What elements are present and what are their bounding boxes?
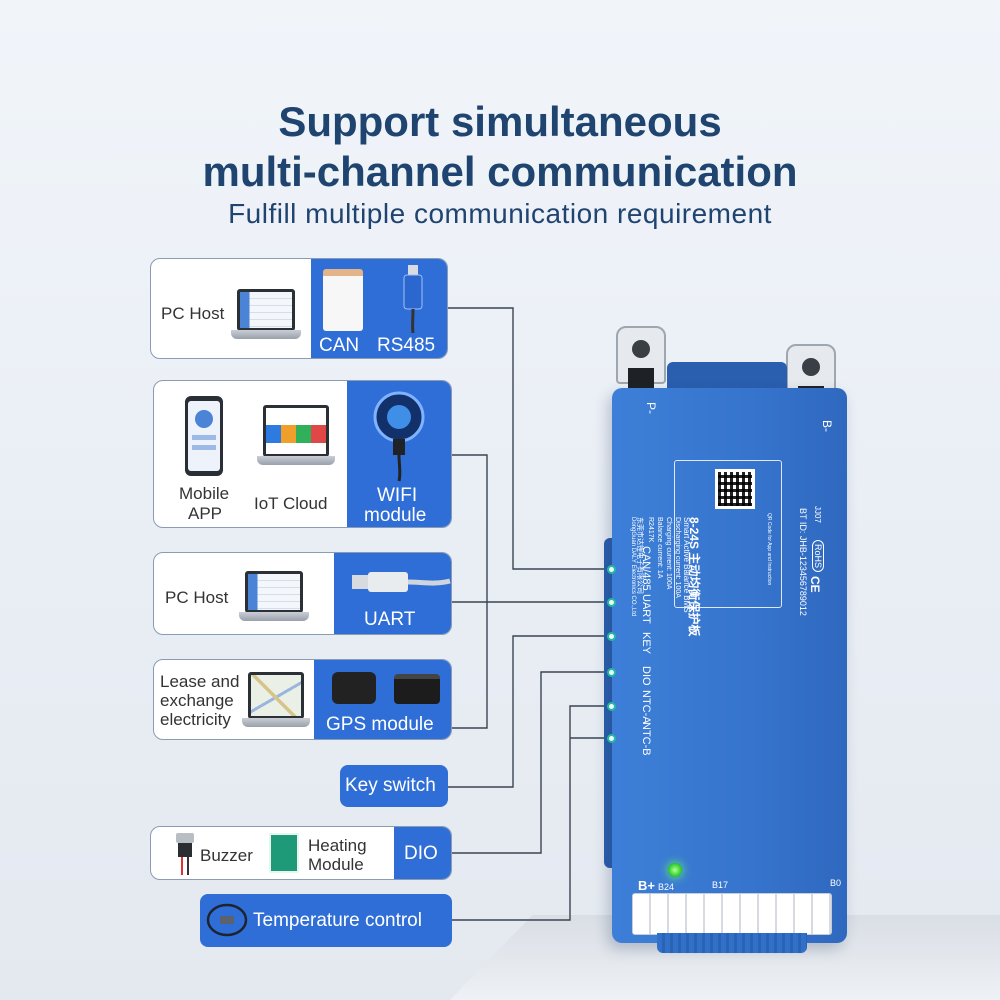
card-pc-host-uart: PC Host UART	[153, 552, 452, 635]
status-led	[668, 863, 682, 877]
wire-ntc-a	[452, 705, 612, 921]
bms-qr-note: QR Code for App and Instruction	[766, 513, 772, 586]
page-subtitle: Fulfill multiple communication requireme…	[228, 198, 772, 229]
smartphone-icon	[185, 396, 223, 476]
wifi-label-line2: module	[364, 505, 427, 526]
port-dot-ntc-a	[607, 702, 616, 711]
temperature-sensor-icon	[206, 903, 248, 937]
key-switch-label: Key switch	[345, 775, 436, 796]
bms-b-label: B-	[820, 420, 834, 432]
cell-connector	[632, 893, 832, 935]
terminal-p-minus	[616, 326, 666, 388]
port-label-key: KEY	[640, 632, 652, 655]
dio-tag: DIO	[404, 843, 438, 864]
bms-b0-label: B0	[830, 878, 842, 888]
wire-can-rs485	[447, 307, 612, 570]
port-dot-uart	[607, 598, 616, 607]
pc-host-label: PC Host	[161, 304, 225, 323]
laptop-icon	[231, 289, 301, 339]
can-rs485-panel: CAN RS485	[311, 259, 447, 358]
bms-balance: Balance current: 1A	[656, 517, 663, 579]
laptop-uart-icon	[239, 571, 309, 621]
gps-module-tag: GPS module	[326, 714, 434, 735]
card-pc-host-can: PC Host CAN RS485	[150, 258, 448, 359]
rs485-tag: RS485	[377, 335, 436, 356]
uart-tag: UART	[364, 609, 416, 630]
heating-module-icon	[269, 833, 299, 873]
bms-jj-code: JJ07	[813, 506, 822, 523]
wifi-module-icon	[373, 391, 425, 482]
buzzer-label: Buzzer	[200, 846, 253, 865]
bms-p-label: P-	[644, 402, 658, 414]
port-label-can485: CAN/485	[640, 546, 652, 591]
bms-rohs-mark: RoHS	[812, 540, 824, 573]
temperature-control-pill: Temperature control	[200, 894, 452, 947]
port-label-dio: DIO	[640, 666, 652, 686]
bms-board: P- B- 8-24S 主动均衡保护板 Smart Active Balance…	[604, 362, 847, 953]
card-mobile-iot: Mobile APP IoT Cloud WIFI module	[153, 380, 452, 528]
port-label-ntc-a: NTC-A	[640, 690, 652, 724]
port-dot-dio	[607, 668, 616, 677]
bms-company-en: DongGuan DALY Electronics CO.,Ltd	[630, 517, 636, 617]
usb-cable-icon	[352, 572, 451, 592]
wire-key	[447, 635, 612, 788]
bms-charge: Charging current: 100A	[665, 517, 672, 590]
lease-label-line3: electricity	[160, 710, 231, 729]
port-dot-ntc-b	[607, 734, 616, 743]
bms-bottom-fins	[657, 933, 807, 953]
temperature-control-label: Temperature control	[253, 910, 422, 931]
usb-rs485-icon	[403, 265, 423, 334]
port-dot-can485	[607, 565, 616, 574]
wire-dio	[452, 671, 612, 854]
lease-label-line1: Lease and	[160, 672, 240, 691]
card-lease-gps: Lease and exchange electricity GPS modul…	[153, 659, 452, 740]
bms-code: R2417K	[647, 517, 654, 543]
gps-bracket-icon	[394, 674, 440, 704]
heating-label-line1: Heating	[308, 836, 367, 855]
map-laptop-icon	[242, 672, 310, 727]
bms-bt-id: BT ID: JHB-123456789012	[798, 508, 808, 616]
port-label-uart: UART	[640, 594, 652, 624]
mobile-app-label-line2: APP	[188, 504, 223, 523]
bms-b17-label: B17	[712, 880, 729, 890]
port-dot-key	[607, 632, 616, 641]
bms-b-plus-label: B+	[638, 878, 655, 893]
card-dio: Buzzer Heating Module DIO	[150, 826, 452, 880]
page-title-line2: multi-channel communication	[202, 148, 798, 195]
gps-panel: GPS module	[314, 660, 451, 739]
mobile-app-label-line1: Mobile	[179, 484, 230, 503]
iot-cloud-label: IoT Cloud	[254, 494, 328, 513]
wifi-panel: WIFI module	[347, 381, 451, 527]
bms-ce-mark: CE	[808, 576, 822, 593]
wifi-label-line1: WIFI	[377, 485, 418, 506]
buzzer-icon	[176, 833, 194, 875]
key-switch-pill: Key switch	[340, 765, 448, 807]
bms-b24-label: B24	[658, 882, 675, 892]
uart-panel: UART	[334, 553, 451, 634]
can-adapter-icon	[323, 269, 363, 331]
can-tag: CAN	[319, 335, 360, 356]
bms-spec-label: 8-24S 主动均衡保护板 Smart Active Balance BMS D…	[630, 460, 782, 636]
bms-top-band	[667, 362, 787, 392]
iot-laptop-icon	[257, 405, 335, 465]
heating-label-line2: Module	[308, 855, 364, 874]
bms-discharge: Discharging current: 100A	[674, 517, 681, 598]
wire-wifi-gps	[452, 454, 488, 729]
bms-model-en: Smart Active Balance BMS	[682, 517, 691, 613]
qr-code-icon	[715, 469, 755, 509]
dio-panel: DIO	[394, 827, 451, 879]
gps-module-icon	[332, 672, 376, 704]
pc-host-uart-label: PC Host	[165, 588, 229, 607]
lease-label-line2: exchange	[160, 691, 234, 710]
port-label-ntc-b: NTC-B	[640, 722, 652, 756]
page-title-line1: Support simultaneous	[278, 98, 722, 145]
